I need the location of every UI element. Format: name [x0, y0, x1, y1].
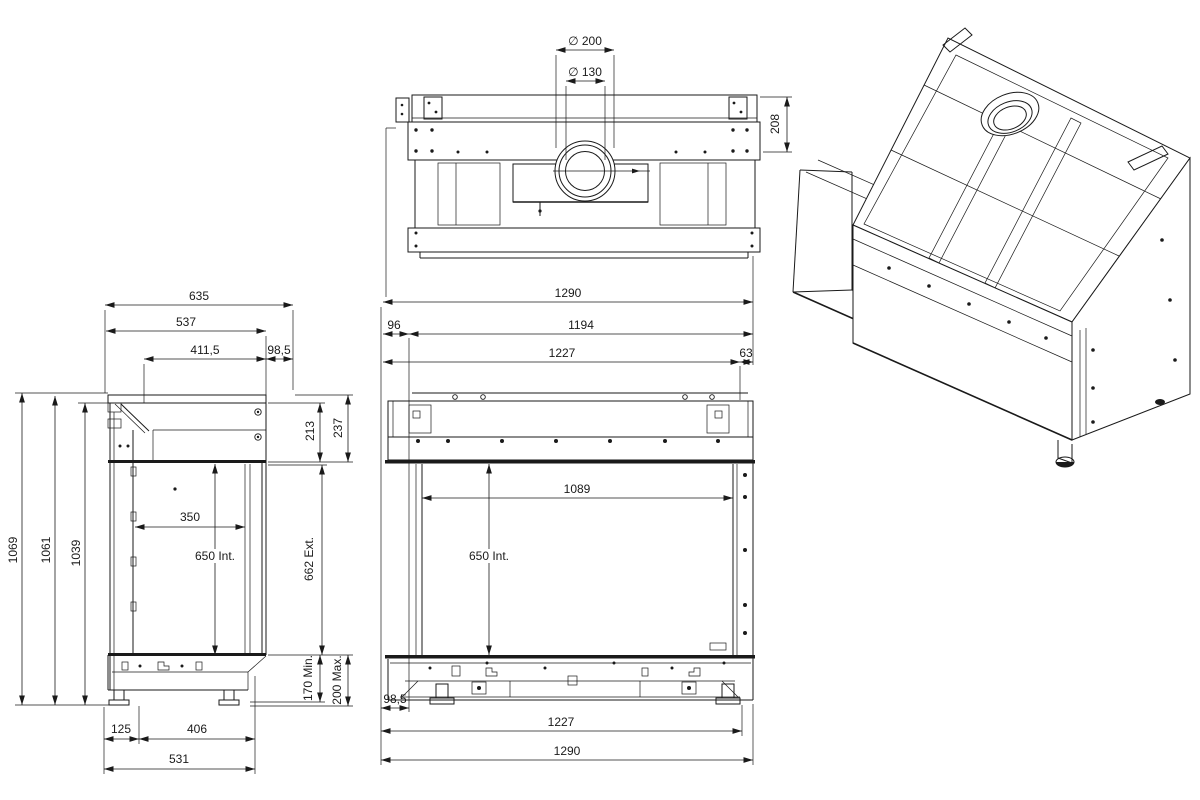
dim-662-ext: 662 Ext. — [268, 464, 353, 656]
iso-foot-rear — [1155, 399, 1165, 405]
dim-label-635: 635 — [189, 289, 209, 303]
dim-213: 213 — [268, 402, 353, 463]
side-foot-left — [108, 689, 130, 706]
dim-1039: 1039 — [69, 402, 108, 705]
dim-label-1290-top: 1290 — [555, 286, 582, 300]
dim-350: 350 — [135, 510, 245, 530]
dim-label-1227-bottom: 1227 — [548, 715, 575, 729]
dim-170-min: 170 Min. — [250, 655, 325, 703]
dim-label-537: 537 — [176, 315, 196, 329]
dim-label-170-min: 170 Min. — [301, 655, 315, 701]
dim-label-98-5-side: 98,5 — [267, 343, 291, 357]
iso-bracket-right — [1127, 145, 1169, 171]
dim-1227-bottom: 1227 — [381, 705, 743, 736]
front-view-body: 1089 650 Int. — [385, 392, 755, 705]
dim-208: 208 — [760, 96, 792, 153]
front-view: 1290 96 1194 1227 63 — [380, 286, 755, 765]
dim-label-1069: 1069 — [6, 536, 20, 563]
dim-label-531: 531 — [169, 752, 189, 766]
dim-537: 537 — [106, 315, 267, 395]
dim-label-1194: 1194 — [568, 318, 594, 332]
iso-top-face — [852, 27, 1191, 323]
iso-bracket-left — [942, 27, 973, 53]
dim-label-1290-bottom: 1290 — [554, 744, 581, 758]
dim-1069: 1069 — [6, 393, 25, 705]
dim-96-1194: 96 1194 — [383, 318, 753, 337]
side-view: 635 537 411,5 98,5 1069 1061 1039 — [6, 289, 353, 774]
dim-411-5-98-5: 411,5 98,5 — [143, 343, 293, 403]
dim-label-411-5: 411,5 — [190, 343, 219, 357]
dim-label-237: 237 — [331, 418, 345, 438]
dim-flue-inner: ∅ 130 — [565, 65, 606, 160]
front-foot-right — [715, 683, 741, 705]
dim-label-350: 350 — [180, 510, 200, 524]
dim-label-650-int-front: 650 Int. — [469, 549, 509, 563]
dim-1290-top: 1290 — [383, 286, 753, 305]
dim-label-662-ext: 662 Ext. — [302, 537, 316, 581]
dim-label-98-5-front: 98,5 — [383, 692, 407, 706]
dim-1061: 1061 — [39, 396, 58, 705]
dim-label-1089: 1089 — [564, 482, 591, 496]
dim-label-flue-outer: ∅ 200 — [568, 34, 602, 48]
dim-label-1227-top: 1227 — [549, 346, 576, 360]
dim-label-650-int-side: 650 Int. — [195, 549, 235, 563]
dim-635: 635 — [104, 289, 294, 393]
dim-98-5-front: 98,5 — [381, 692, 409, 711]
side-view-body — [107, 394, 267, 706]
iso-right-face — [1071, 156, 1191, 441]
dim-1089: 1089 — [422, 482, 733, 501]
dim-650-int-side: 650 Int. — [187, 464, 243, 655]
iso-flue-collar — [980, 91, 1040, 137]
flue-collar — [553, 140, 650, 202]
dim-flue-outer: ∅ 200 — [555, 34, 615, 148]
iso-front-face — [852, 224, 1073, 441]
dim-237: 237 — [295, 394, 353, 462]
isometric-view — [792, 27, 1191, 468]
top-view: ∅ 200 ∅ 130 208 — [385, 34, 792, 365]
dim-label-1061: 1061 — [39, 536, 53, 563]
dim-125-406: 125 406 — [103, 676, 256, 774]
dim-1290-bottom: 1290 — [381, 704, 754, 765]
front-foot-left — [429, 683, 455, 705]
dim-531: 531 — [104, 752, 255, 772]
dim-label-1039: 1039 — [69, 539, 83, 566]
dim-label-200-max: 200 Max. — [330, 655, 344, 704]
top-view-body — [386, 94, 761, 259]
dim-1227-63: 1227 63 — [383, 346, 753, 365]
side-foot-right — [218, 689, 240, 706]
dim-label-213: 213 — [303, 421, 317, 441]
dim-label-406: 406 — [187, 722, 207, 736]
front-base — [387, 659, 753, 705]
dim-label-96: 96 — [387, 318, 401, 332]
dim-label-208: 208 — [768, 114, 782, 134]
dim-label-63: 63 — [739, 346, 753, 360]
dim-label-flue-inner: ∅ 130 — [568, 65, 602, 79]
iso-foot-front — [1055, 440, 1075, 468]
dim-200-max: 200 Max. — [250, 655, 353, 707]
brand-logo-plate — [709, 642, 727, 651]
dim-650-int-front: 650 Int. — [461, 464, 517, 655]
dim-label-125: 125 — [111, 722, 131, 736]
